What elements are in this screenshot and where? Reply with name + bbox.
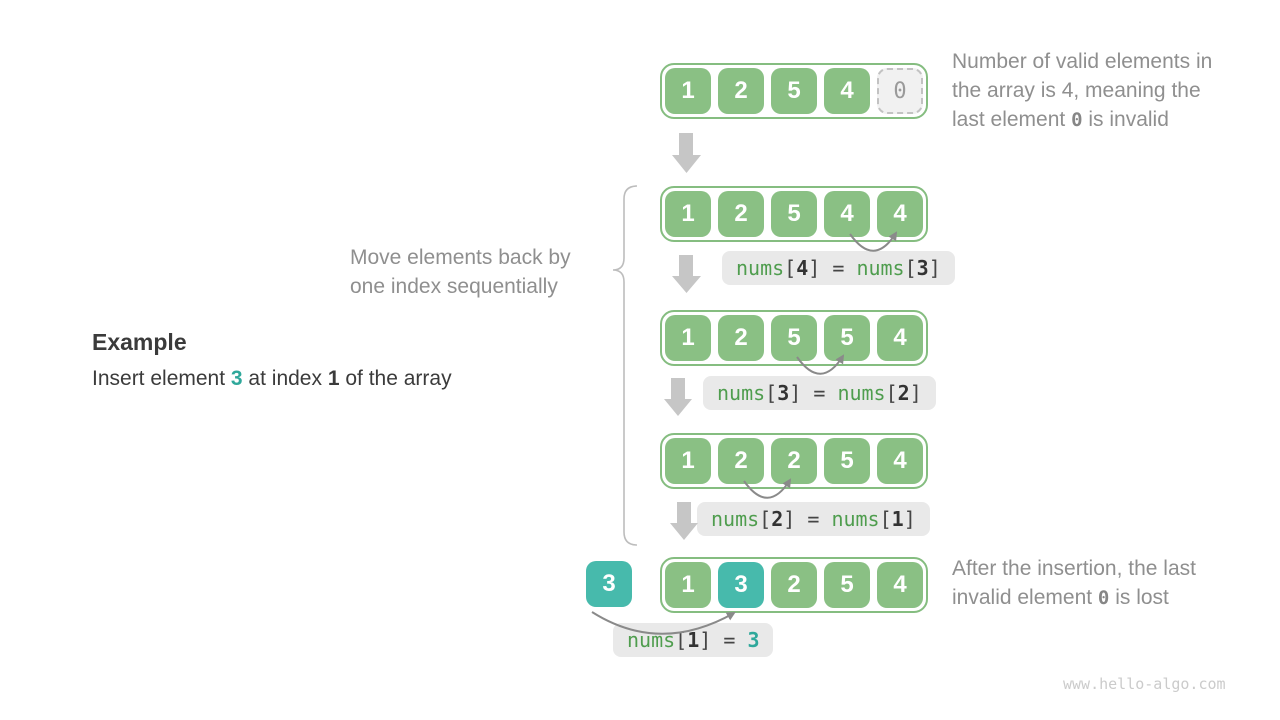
- array-cell: 1: [665, 562, 711, 608]
- array-cell: 2: [718, 68, 764, 114]
- array-cell: 5: [771, 191, 817, 237]
- top-note-line1: Number of valid elements in: [952, 50, 1213, 73]
- array-cell: 1: [665, 438, 711, 484]
- array-cell: 2: [771, 562, 817, 608]
- bottom-note-line2: invalid element 0 is lost: [952, 586, 1169, 609]
- array-cell: 5: [771, 68, 817, 114]
- array-cell: 1: [665, 315, 711, 361]
- down-arrow-icon: [672, 133, 701, 173]
- array-cell: 4: [877, 562, 923, 608]
- down-arrow-icon: [672, 255, 701, 293]
- array-row-step3: 1 2 2 5 4: [660, 433, 928, 489]
- array-row-step1: 1 2 5 4 4: [660, 186, 928, 242]
- array-cell: 4: [824, 68, 870, 114]
- down-arrow-icon: [664, 378, 692, 416]
- watermark: www.hello-algo.com: [1063, 675, 1226, 693]
- example-desc-mid: at index: [242, 367, 328, 390]
- top-note-line3: last element 0 is invalid: [952, 108, 1169, 131]
- top-note: Number of valid elements in the array is…: [952, 47, 1212, 135]
- invalid-zero-code: 0: [1071, 109, 1083, 131]
- bottom-note: After the insertion, the last invalid el…: [952, 554, 1196, 613]
- example-desc-index: 1: [327, 367, 340, 390]
- assignment-label-3: nums[2] = nums[1]: [697, 502, 930, 536]
- array-cell: 5: [824, 315, 870, 361]
- move-note: Move elements back by one index sequenti…: [350, 243, 571, 301]
- move-note-line1: Move elements back by: [350, 246, 571, 269]
- array-cell: 4: [877, 438, 923, 484]
- example-desc-pre: Insert element: [92, 367, 231, 390]
- example-description: Insert element 3 at index 1 of the array: [92, 367, 452, 391]
- array-cell-inserted: 3: [718, 562, 764, 608]
- array-cell: 2: [771, 438, 817, 484]
- array-cell: 2: [718, 191, 764, 237]
- down-arrow-icon: [670, 502, 698, 540]
- array-cell: 1: [665, 68, 711, 114]
- example-title: Example: [92, 329, 187, 355]
- array-row-initial: 1 2 5 4 0: [660, 63, 928, 119]
- array-cell: 5: [824, 562, 870, 608]
- move-note-line2: one index sequentially: [350, 275, 558, 298]
- array-cell: 2: [718, 315, 764, 361]
- top-note-line2: the array is 4, meaning the: [952, 79, 1201, 102]
- example-desc-value: 3: [230, 367, 243, 390]
- inserted-value-cell: 3: [586, 561, 632, 607]
- array-cell: 5: [824, 438, 870, 484]
- assignment-label-1: nums[4] = nums[3]: [722, 251, 955, 285]
- array-cell: 4: [877, 315, 923, 361]
- bottom-note-line1: After the insertion, the last: [952, 557, 1196, 580]
- lost-zero-code: 0: [1097, 587, 1110, 609]
- assignment-label-2: nums[3] = nums[2]: [703, 376, 936, 410]
- array-cell-invalid: 0: [877, 68, 923, 114]
- brace-icon: [612, 185, 638, 546]
- array-cell: 4: [877, 191, 923, 237]
- array-cell: 2: [718, 438, 764, 484]
- array-cell: 1: [665, 191, 711, 237]
- array-row-final: 1 3 2 5 4: [660, 557, 928, 613]
- assignment-label-4: nums[1] = 3: [613, 623, 774, 657]
- array-cell: 4: [824, 191, 870, 237]
- array-cell: 5: [771, 315, 817, 361]
- array-row-step2: 1 2 5 5 4: [660, 310, 928, 366]
- example-desc-post: of the array: [339, 367, 452, 390]
